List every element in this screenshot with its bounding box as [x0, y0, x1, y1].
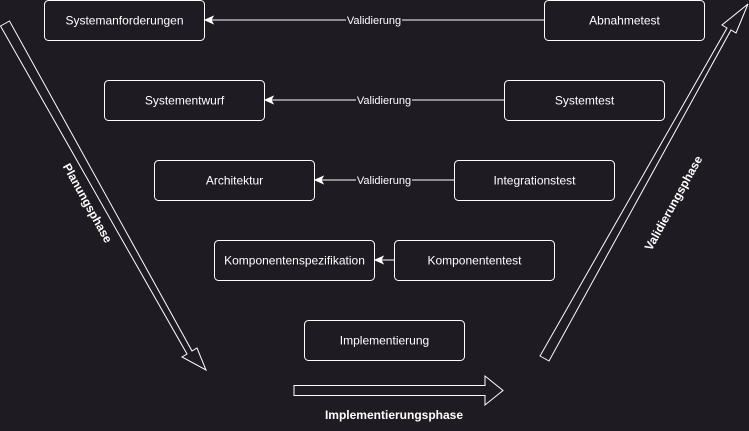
box-label-architektur: Architektur: [206, 174, 263, 188]
phase-label-planung: Planungsphase: [60, 161, 115, 246]
edge-komponenten: [373, 255, 394, 265]
validierungsphase-arrow-body: [539, 3, 749, 362]
box-architektur[interactable]: Architektur: [154, 160, 315, 201]
box-label-komponententest: Komponententest: [427, 254, 522, 268]
planungsphase-arrow-body: [0, 20, 207, 372]
box-systemanforderungen[interactable]: Systemanforderungen: [44, 0, 205, 41]
box-label-implementierung: Implementierung: [340, 334, 429, 348]
implementierungsphase-arrow-body: [293, 374, 504, 407]
box-label-integrationstest: Integrationstest: [493, 174, 576, 188]
box-label-systemtest: Systemtest: [555, 94, 615, 108]
phase-label-validierung: Validierungsphase: [642, 153, 706, 253]
edge-label-validierung-3: Validierung: [357, 175, 411, 187]
edge-validierung-1: Validierung: [203, 13, 544, 27]
edge-validierung-2: Validierung: [263, 93, 504, 107]
edge-label-validierung-2: Validierung: [357, 95, 411, 107]
box-komponententest[interactable]: Komponententest: [394, 240, 555, 281]
box-label-systementwurf: Systementwurf: [145, 94, 225, 108]
box-systementwurf[interactable]: Systementwurf: [104, 80, 265, 121]
box-implementierung[interactable]: Implementierung: [304, 320, 465, 361]
box-komponentenspezifikation[interactable]: Komponentenspezifikation: [214, 240, 375, 281]
box-label-abnahmetest: Abnahmetest: [589, 14, 660, 28]
box-abnahmetest[interactable]: Abnahmetest: [544, 0, 705, 41]
edge-validierung-3: Validierung: [313, 173, 454, 187]
box-label-systemanforderungen: Systemanforderungen: [65, 14, 183, 28]
box-integrationstest[interactable]: Integrationstest: [454, 160, 615, 201]
edge-label-validierung-1: Validierung: [347, 15, 401, 27]
phase-label-implementierung: Implementierungsphase: [325, 408, 463, 422]
box-label-komponentenspezifikation: Komponentenspezifikation: [224, 254, 365, 268]
box-systemtest[interactable]: Systemtest: [504, 80, 665, 121]
